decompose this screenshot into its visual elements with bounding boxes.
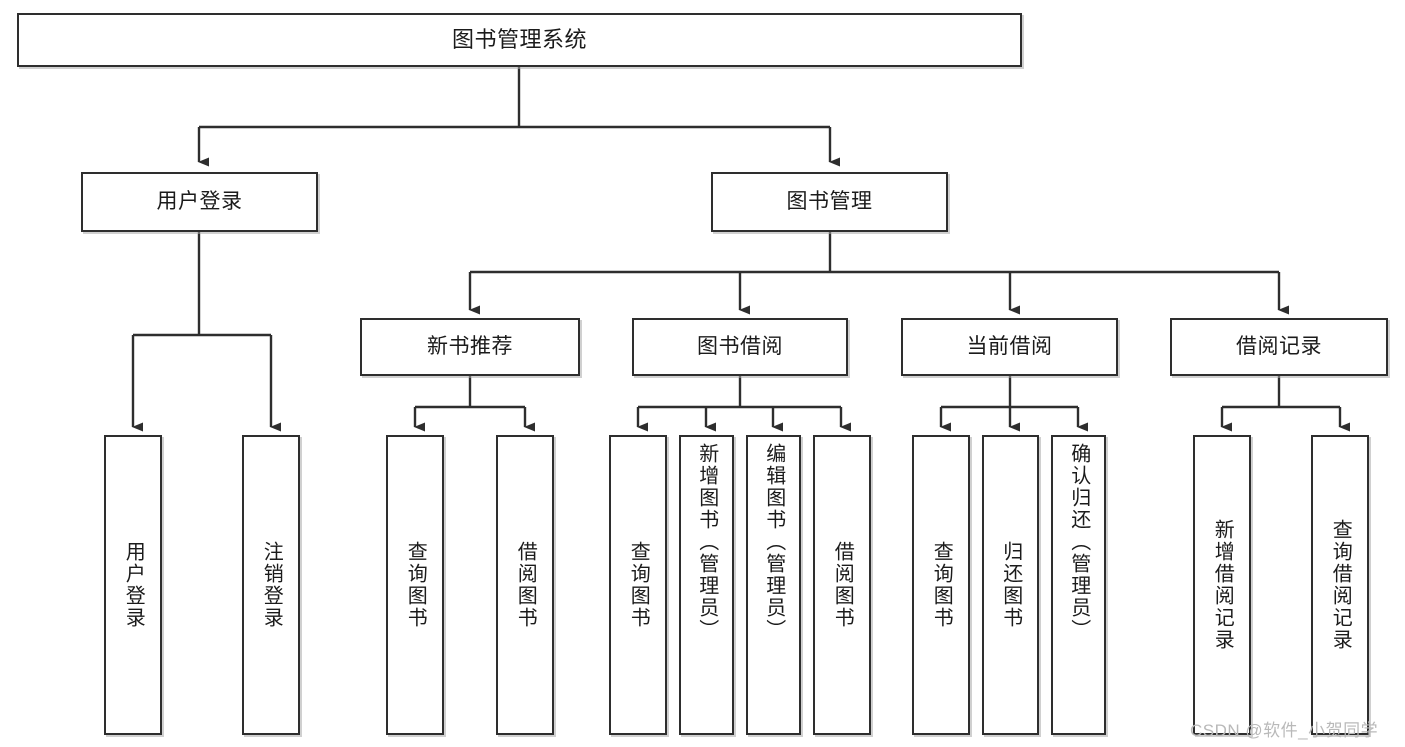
node-label: 归还图书 [999,541,1022,629]
node-label: 用户登录 [122,541,145,629]
leaf-user-logout[interactable]: 注销登录 [242,435,300,735]
leaf-record-query-record[interactable]: 查询借阅记录 [1311,435,1369,735]
node-root-system[interactable]: 图书管理系统 [17,13,1022,67]
node-label: 当前借阅 [966,334,1053,358]
leaf-current-return-book[interactable]: 归还图书 [982,435,1039,735]
node-new-book-recommend[interactable]: 新书推荐 [360,318,580,376]
node-label: 借阅图书 [514,541,537,629]
node-label: 查询图书 [930,541,953,629]
node-label: 新增借阅记录 [1211,519,1234,651]
leaf-user-login[interactable]: 用户登录 [104,435,162,735]
leaf-borrow-lend-book[interactable]: 借阅图书 [813,435,871,735]
node-label: 确认归还（管理员） [1067,443,1090,641]
node-current-borrow[interactable]: 当前借阅 [901,318,1118,376]
leaf-record-add-record[interactable]: 新增借阅记录 [1193,435,1251,735]
node-label: 图书借阅 [697,334,783,358]
node-label: 借阅记录 [1236,334,1322,358]
node-label: 查询借阅记录 [1329,519,1352,651]
leaf-newbook-borrow-book[interactable]: 借阅图书 [496,435,554,735]
node-label: 新书推荐 [427,334,513,358]
node-label: 注销登录 [260,541,283,629]
node-label: 新增图书（管理员） [695,443,718,641]
node-borrow-record[interactable]: 借阅记录 [1170,318,1388,376]
leaf-borrow-query-book[interactable]: 查询图书 [609,435,667,735]
leaf-borrow-add-book-admin[interactable]: 新增图书（管理员） [679,435,734,735]
leaf-current-query-book[interactable]: 查询图书 [912,435,970,735]
node-label: 查询图书 [627,541,650,629]
node-label: 查询图书 [404,541,427,629]
node-label: 用户登录 [156,189,243,213]
node-user-login[interactable]: 用户登录 [81,172,318,232]
node-label: 编辑图书（管理员） [762,443,785,641]
node-book-borrow[interactable]: 图书借阅 [632,318,848,376]
node-book-management[interactable]: 图书管理 [711,172,948,232]
leaf-newbook-query-book[interactable]: 查询图书 [386,435,444,735]
node-label: 图书管理系统 [451,27,587,53]
leaf-current-confirm-return-admin[interactable]: 确认归还（管理员） [1051,435,1106,735]
leaf-borrow-edit-book-admin[interactable]: 编辑图书（管理员） [746,435,801,735]
node-label: 图书管理 [786,189,873,213]
csdn-watermark: CSDN @软件_小贺同学 [1190,721,1379,740]
node-label: 借阅图书 [831,541,854,629]
